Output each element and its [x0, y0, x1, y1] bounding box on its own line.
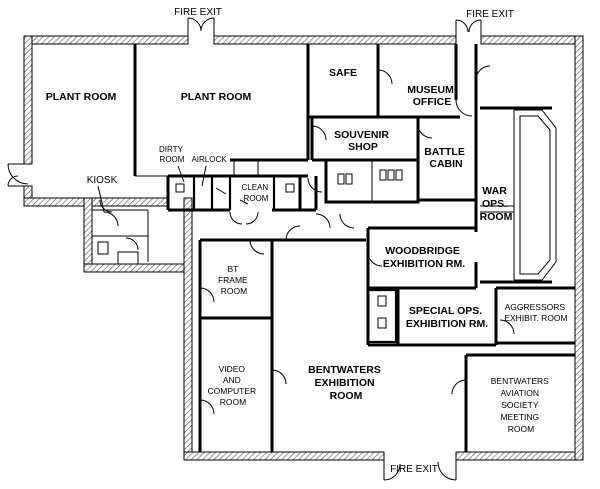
plant-room-2-label: PLANT ROOM — [181, 91, 252, 103]
kiosk-pointer — [97, 185, 105, 213]
exterior-walls — [23, 35, 584, 461]
fire-exit-label-top-right: FIRE EXIT — [466, 9, 514, 20]
battle-cabin-label: BATTLE CABIN — [424, 146, 468, 170]
aggressors-label: AGGRESSORS EXHIBIT. ROOM — [504, 302, 567, 323]
fixtures — [97, 159, 403, 329]
special-ops-label: SPECIAL OPS. EXHIBITION RM. — [406, 305, 488, 330]
bt-frame-room-label: BT FRAME ROOM — [218, 264, 250, 296]
interior-walls — [92, 44, 575, 452]
war-ops-room-label: WAR OPS. ROOM — [480, 185, 513, 223]
airlock-pointer — [201, 165, 207, 187]
fire-exit-door-top-left — [187, 17, 215, 40]
fire-exit-label-bottom: FIRE EXIT — [390, 464, 438, 475]
labels: FIRE EXIT FIRE EXIT FIRE EXIT PLANT ROOM… — [46, 7, 568, 475]
fire-exit-label-top-left: FIRE EXIT — [174, 7, 222, 18]
war-ops-structure — [480, 106, 557, 284]
plant-room-1-label: PLANT ROOM — [46, 91, 117, 103]
souvenir-shop-label: SOUVENIR SHOP — [334, 129, 392, 153]
fire-exit-door-top-right — [455, 19, 482, 40]
interior-doors — [99, 65, 515, 415]
fire-exit-door-bottom — [383, 456, 457, 481]
clean-room-label: CLEAN ROOM — [242, 183, 271, 203]
museum-office-label: MUSEUM OFFICE — [407, 84, 457, 108]
airlock-label: AIRLOCK — [191, 155, 227, 164]
society-meeting-room-label: BENTWATERS AVIATION SOCIETY MEETING ROOM — [491, 376, 551, 434]
bentwaters-exhibition-label: BENTWATERS EXHIBITION ROOM — [308, 364, 384, 402]
safe-label: SAFE — [329, 67, 357, 79]
video-computer-room-label: VIDEO AND COMPUTER ROOM — [207, 364, 258, 407]
woodbridge-label: WOODBRIDGE EXHIBITION RM. — [383, 245, 465, 270]
dirty-room-pointer — [177, 165, 185, 183]
dirty-room-label: DIRTY ROOM — [159, 145, 185, 164]
plant-room-exit-door — [7, 163, 29, 187]
kiosk-label: KIOSK — [87, 175, 118, 186]
